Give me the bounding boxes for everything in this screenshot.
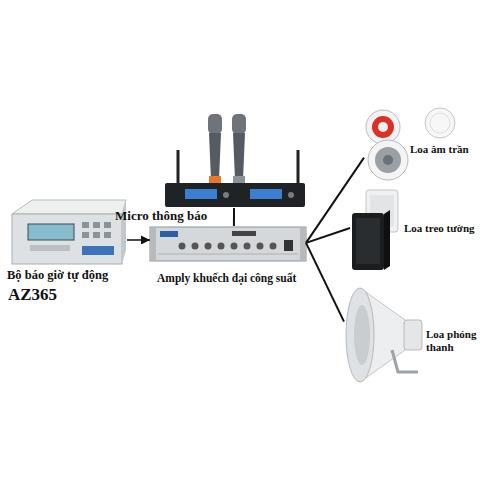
timer-button xyxy=(82,232,89,238)
amp-line xyxy=(158,254,298,255)
horn-speaker: Loa phóng thanh xyxy=(344,286,424,385)
timer-stripe xyxy=(30,245,70,251)
receiver-body xyxy=(165,183,305,207)
power-amplifier: Amply khuếch đại công suất xyxy=(150,226,306,262)
ceiling-speaker-grille xyxy=(375,147,401,173)
timer-button xyxy=(93,232,100,238)
timer-front xyxy=(12,214,122,264)
amp-display xyxy=(232,231,256,236)
timer-button xyxy=(93,222,100,228)
connector-group xyxy=(127,158,364,322)
ceiling-speaker-rim xyxy=(372,116,394,138)
timer-top xyxy=(12,200,126,214)
horn-throat xyxy=(354,305,370,365)
ceiling-speaker xyxy=(368,140,408,180)
connector-line xyxy=(306,228,350,243)
ceiling-speaker xyxy=(366,110,400,144)
ceiling-speaker-cone xyxy=(383,155,393,165)
amp-knob xyxy=(231,243,238,250)
device-label: Loa treo tường xyxy=(404,222,496,235)
mic-body xyxy=(233,133,245,180)
device-label: Micro thông báo xyxy=(115,209,240,224)
amp-logo xyxy=(160,231,178,237)
antenna xyxy=(177,150,180,184)
device-label: Loa âm trần xyxy=(410,143,490,156)
amp-body xyxy=(150,227,306,261)
ceiling-speaker-cone xyxy=(378,122,388,132)
mic-body xyxy=(209,133,221,180)
connector-line xyxy=(306,158,364,243)
timer-lcd xyxy=(28,224,74,240)
mic-ring xyxy=(233,176,245,183)
connector-line xyxy=(306,243,344,322)
timer-button xyxy=(82,222,89,228)
receiver-display xyxy=(185,189,217,199)
horn-mouth xyxy=(346,288,374,382)
mic-head xyxy=(208,114,222,134)
timer-device: Bộ báo giờ tự độngAZ365 xyxy=(10,199,127,265)
amp-knob xyxy=(244,243,251,250)
receiver-knob xyxy=(288,192,294,198)
amp-knob xyxy=(205,243,212,250)
timer-button xyxy=(104,232,111,238)
connector-arrow xyxy=(127,239,150,241)
wall-speaker xyxy=(352,213,384,270)
device-label: Loa phóng thanh xyxy=(426,328,486,353)
receiver-knob xyxy=(223,192,229,198)
receiver-display xyxy=(250,189,282,199)
ceiling-speaker-group: Loa âm trần xyxy=(364,106,457,182)
timer-sticker xyxy=(82,246,114,255)
microphone-receiver: Micro thông báo xyxy=(165,113,305,208)
connector-line xyxy=(233,208,235,226)
amp-power xyxy=(284,240,293,251)
amp-knob xyxy=(270,243,277,250)
wall-speaker-grille xyxy=(356,218,380,264)
antenna xyxy=(297,150,300,184)
ceiling-speaker xyxy=(425,108,455,138)
amp-knob xyxy=(257,243,264,250)
device-label: Amply khuếch đại công suất xyxy=(157,272,317,285)
device-label: AZ365 xyxy=(8,285,88,305)
amp-knob xyxy=(218,243,225,250)
mic-head xyxy=(232,114,246,134)
horn-bracket xyxy=(392,350,418,372)
device-label: Bộ báo giờ tự động xyxy=(7,268,142,282)
amp-knob xyxy=(192,243,199,250)
amp-ear xyxy=(150,227,156,261)
mic-ring xyxy=(209,176,221,183)
horn-driver xyxy=(404,320,422,350)
amp-knob xyxy=(179,243,186,250)
timer-button xyxy=(104,222,111,228)
ceiling-speaker-rim xyxy=(430,113,450,133)
wall-speaker-group: Loa treo tường xyxy=(350,189,400,272)
amp-ear xyxy=(300,227,306,261)
wall-speaker-side xyxy=(384,210,390,270)
